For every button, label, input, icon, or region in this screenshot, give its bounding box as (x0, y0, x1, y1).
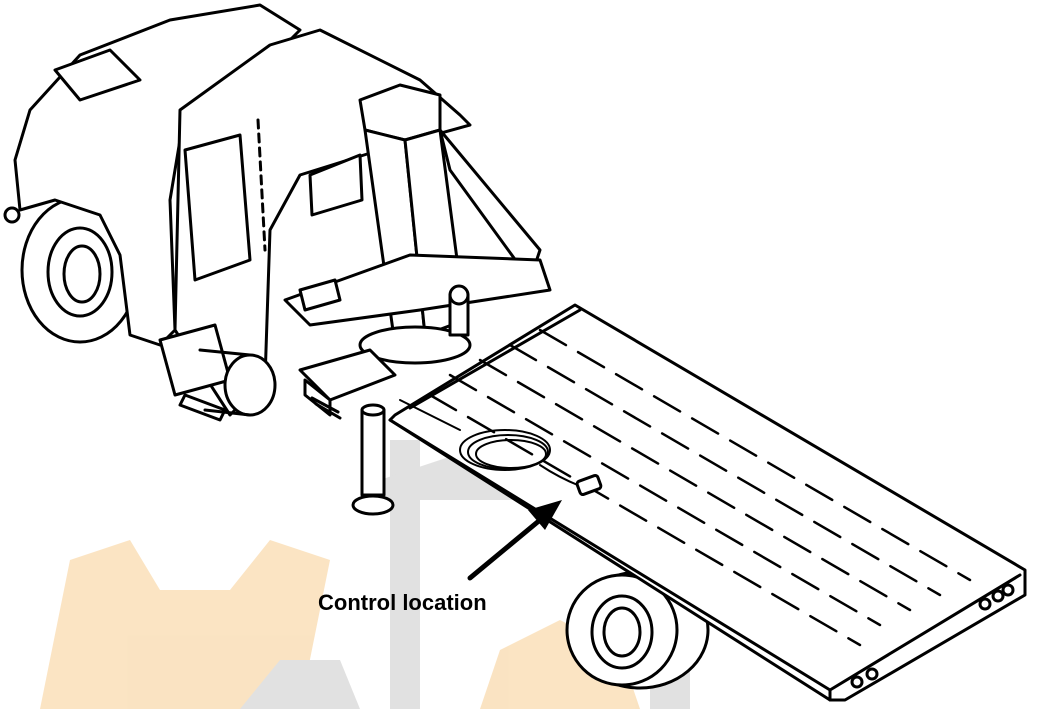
control-location-label: Control location (318, 590, 487, 615)
lifting-arm (283, 83, 552, 365)
hydraulic-cylinder (298, 348, 397, 420)
callout-arrow (467, 500, 562, 581)
control-pendant (575, 474, 603, 496)
stabilizer-jack (351, 403, 395, 516)
coiled-control-cable (399, 399, 581, 487)
